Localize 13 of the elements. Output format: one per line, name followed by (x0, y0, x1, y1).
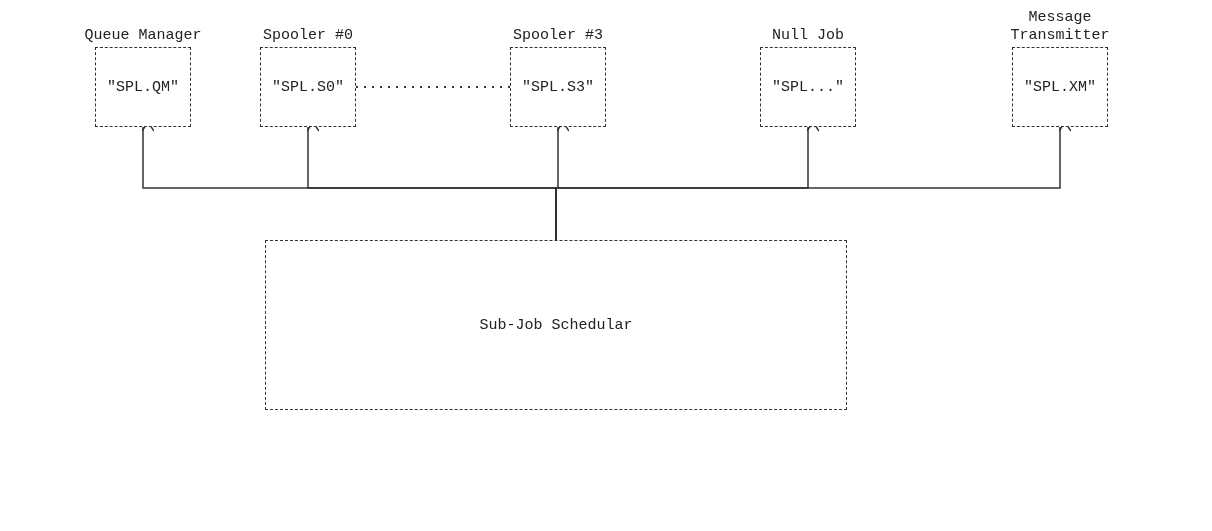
dotted-connector (355, 86, 511, 88)
box-label: "SPL.QM" (107, 78, 179, 96)
box-heading: Spooler #0 (262, 26, 354, 45)
box-heading: Spooler #3 (512, 26, 604, 45)
box-label: "SPL..." (772, 78, 844, 96)
box-label: "SPL.S3" (522, 78, 594, 96)
box-label: Sub-Job Schedular (479, 316, 633, 334)
box-heading: Null Job (771, 26, 845, 45)
box-label: "SPL.XM" (1024, 78, 1096, 96)
box-heading: Queue Manager (83, 26, 203, 45)
process-box (265, 240, 847, 410)
box-label: "SPL.S0" (272, 78, 344, 96)
box-heading: Message Transmitter (1009, 8, 1111, 45)
